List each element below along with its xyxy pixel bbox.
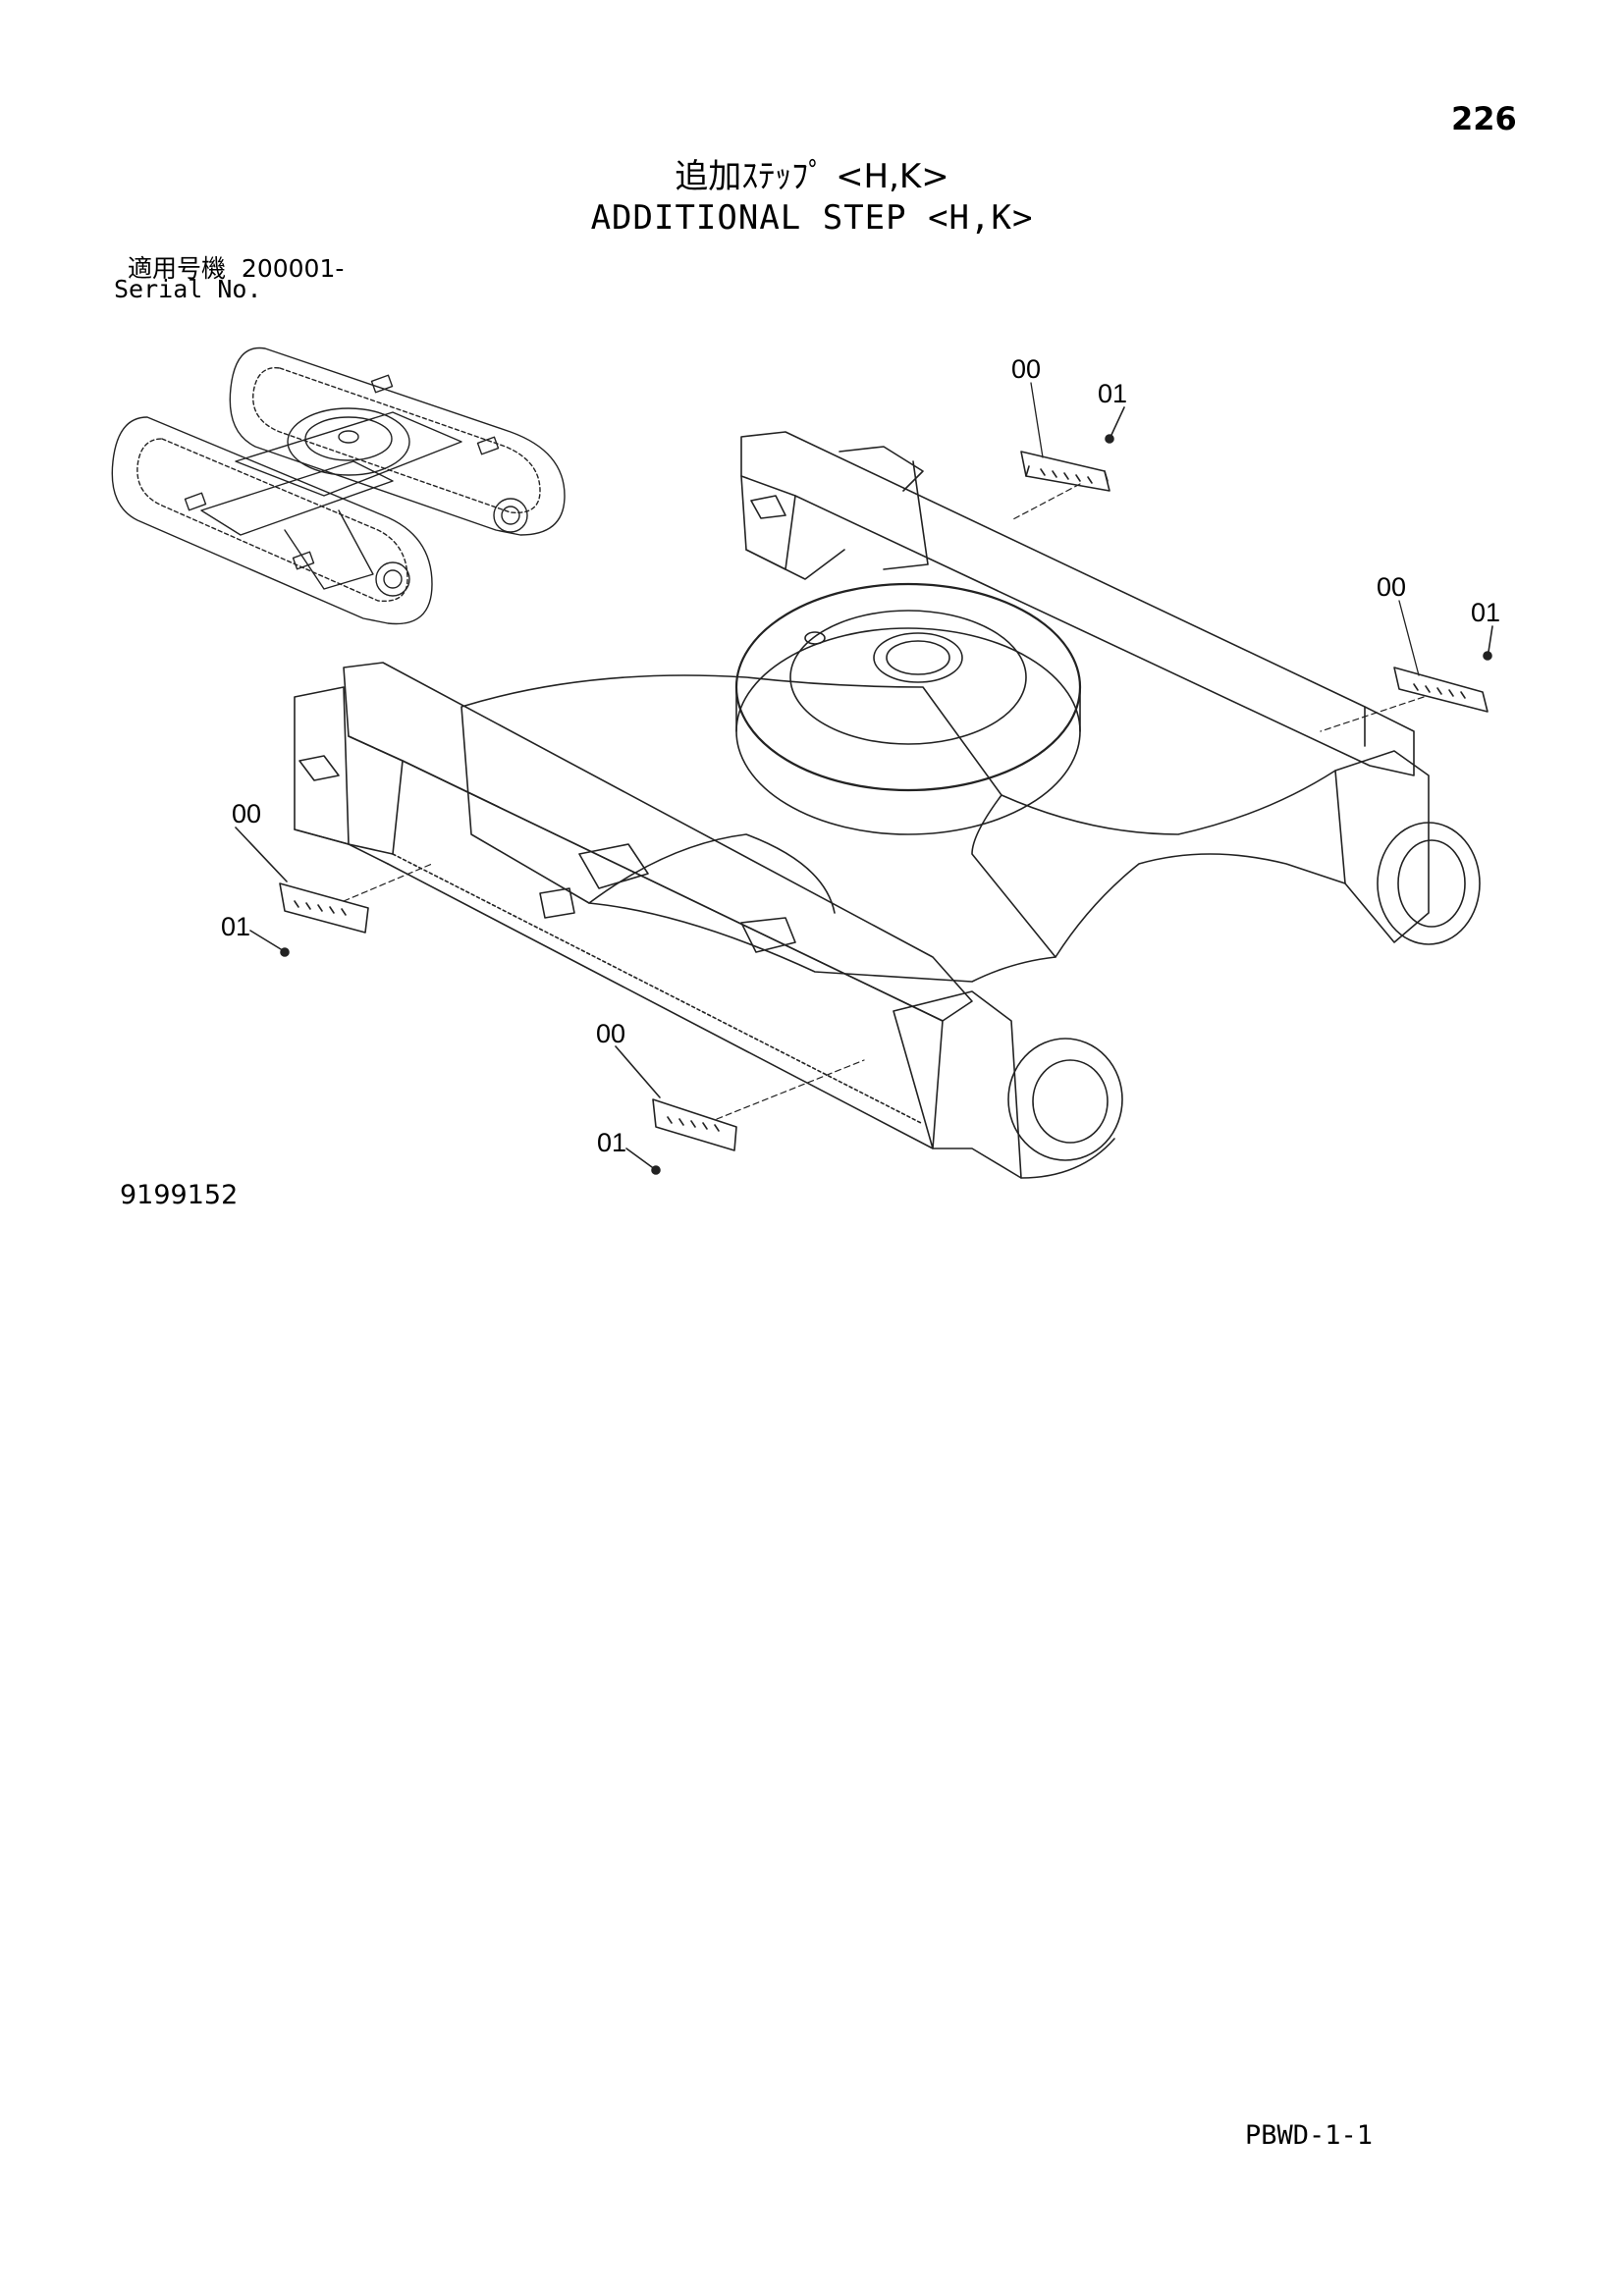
step-assembly-left — [235, 827, 433, 957]
track-frame — [294, 431, 1481, 1179]
step-assembly-bottom — [615, 1045, 865, 1175]
page-number: 226 — [1451, 100, 1517, 137]
callout-01-bottom: 01 — [597, 1128, 626, 1157]
callout-01-upper: 01 — [1098, 379, 1127, 408]
step-assembly-upper-center — [1010, 406, 1125, 521]
serial-label-japanese: 適用号機 — [128, 254, 227, 283]
callout-01-right: 01 — [1471, 598, 1500, 627]
callout-00-bottom: 00 — [596, 1019, 625, 1048]
serial-label-english: Serial No. — [114, 275, 262, 303]
title-japanese: 追加ｽﾃｯﾌﾟ <H,K> — [675, 157, 949, 196]
drawing-number: 9199152 — [120, 1180, 239, 1210]
callout-01-left: 01 — [221, 912, 250, 941]
callout-00-upper: 00 — [1011, 354, 1041, 384]
step-assembly-right — [1320, 625, 1493, 732]
overview-undercarriage — [111, 347, 566, 625]
serial-range: 200001- — [241, 254, 345, 283]
page-code: PBWD-1-1 — [1245, 2120, 1374, 2151]
callout-00-right: 00 — [1377, 572, 1406, 602]
callout-00-left: 00 — [232, 799, 261, 828]
title-english: ADDITIONAL STEP <H,K> — [590, 198, 1034, 238]
serial-row: 適用号機 200001- — [128, 249, 344, 285]
